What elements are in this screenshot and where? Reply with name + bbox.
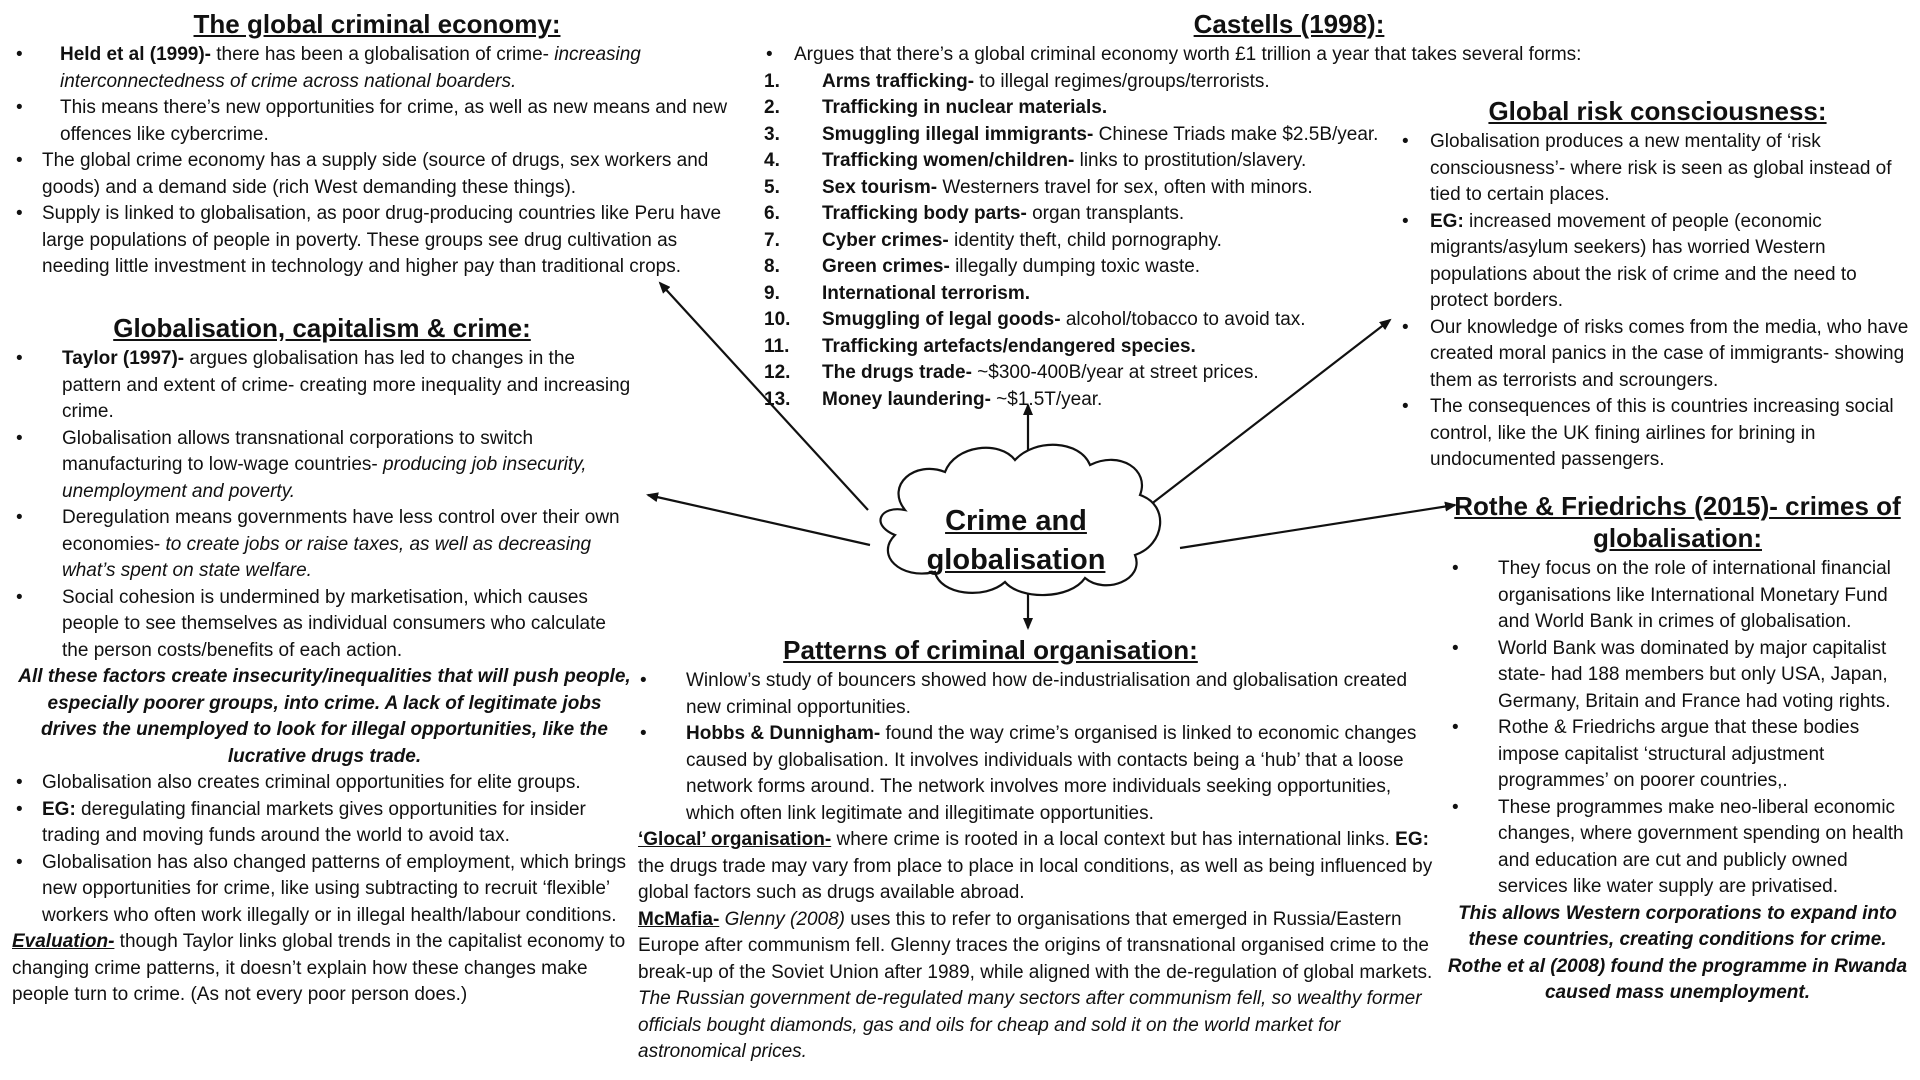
list-item: 11.Trafficking artefacts/endangered spec… <box>764 335 1196 357</box>
evaluation: Evaluation- though Taylor links global t… <box>12 931 626 1005</box>
arrow-to-rothe <box>1179 501 1457 550</box>
central-topic: Crime and globalisation <box>926 505 1106 576</box>
section-title: Globalisation, capitalism & crime: <box>113 313 531 343</box>
list-item: Globalisation allows transnational corpo… <box>12 426 637 506</box>
section-title: Castells (1998): <box>1193 9 1385 39</box>
list-item: 5.Sex tourism- Westerners travel for sex… <box>764 176 1313 198</box>
list-item: These programmes make neo-liberal econom… <box>1440 795 1915 901</box>
list-item: Winlow’s study of bouncers showed how de… <box>638 668 1438 721</box>
list-item: Hobbs & Dunnigham- found the way crime’s… <box>638 721 1438 827</box>
list-item: Globalisation has also changed patterns … <box>12 850 637 930</box>
list-item: 7.Cyber crimes- identity theft, child po… <box>764 229 1222 251</box>
list-item: 4.Trafficking women/children- links to p… <box>764 150 1307 171</box>
list-item: Taylor (1997)- argues globalisation has … <box>12 346 637 426</box>
list-item: They focus on the role of international … <box>1440 556 1915 636</box>
list-item: World Bank was dominated by major capita… <box>1440 636 1915 716</box>
list-item: The global crime economy has a supply si… <box>12 148 742 201</box>
list-item: Social cohesion is undermined by marketi… <box>12 585 637 665</box>
list-item: This means there’s new opportunities for… <box>12 95 742 148</box>
list-item: 3.Smuggling illegal immigrants- Chinese … <box>764 123 1379 145</box>
section-castells: Castells (1998): Argues that there’s a g… <box>764 8 1664 413</box>
arrow-to-capitalism <box>646 492 871 547</box>
section-title: Global risk consciousness: <box>1488 96 1827 126</box>
list-item: 6.Trafficking body parts- organ transpla… <box>764 203 1185 224</box>
section-title: The global criminal economy: <box>193 9 561 39</box>
list-item: Supply is linked to globalisation, as po… <box>12 201 742 281</box>
list-item: 12.The drugs trade- ~$300-400B/year at s… <box>764 362 1259 383</box>
glocal-paragraph: ‘Glocal’ organisation- where crime is ro… <box>638 829 1433 903</box>
list-item: 9.International terrorism. <box>764 282 1030 304</box>
section-title: Rothe & Friedrichs (2015)- crimes of glo… <box>1454 491 1901 553</box>
section-rothe-friedrichs: Rothe & Friedrichs (2015)- crimes of glo… <box>1440 490 1915 1007</box>
list-item: EG: deregulating financial markets gives… <box>12 797 637 850</box>
list-item: 2.Trafficking in nuclear materials. <box>764 97 1108 118</box>
mcmafia-paragraph: McMafia- Glenny (2008) uses this to refe… <box>638 908 1433 1063</box>
list-item: 10.Smuggling of legal goods- alcohol/tob… <box>764 309 1306 330</box>
emphasis-text: This allows Western corporations to expa… <box>1447 902 1908 1004</box>
list-item: Our knowledge of risks comes from the me… <box>1400 315 1915 395</box>
list-item: Globalisation produces a new mentality o… <box>1400 129 1915 209</box>
forms-list: 1.Arms trafficking- to illegal regimes/g… <box>764 69 1404 414</box>
list-item: Held et al (1999)- there has been a glob… <box>12 42 742 95</box>
emphasis-text: All these factors create insecurity/ineq… <box>18 666 631 767</box>
list-item: 1.Arms trafficking- to illegal regimes/g… <box>764 70 1270 92</box>
section-risk-consciousness: Global risk consciousness: Globalisation… <box>1400 95 1915 474</box>
section-patterns: Patterns of criminal organisation: Winlo… <box>638 634 1453 1066</box>
section-global-criminal-economy: The global criminal economy: Held et al … <box>12 8 742 281</box>
list-item: Globalisation also creates criminal oppo… <box>12 770 637 797</box>
list-item: 13.Money laundering- ~$1.5T/year. <box>764 388 1103 410</box>
list-item: Rothe & Friedrichs argue that these bodi… <box>1440 715 1915 795</box>
list-item: The consequences of this is countries in… <box>1400 394 1915 474</box>
list-item: EG: increased movement of people (econom… <box>1400 209 1915 315</box>
list-item: 8.Green crimes- illegally dumping toxic … <box>764 256 1201 277</box>
list-item: Deregulation means governments have less… <box>12 505 637 585</box>
section-title: Patterns of criminal organisation: <box>783 635 1198 665</box>
section-capitalism-crime: Globalisation, capitalism & crime: Taylo… <box>12 312 637 1009</box>
list-item: Argues that there’s a global criminal ec… <box>764 42 1664 69</box>
